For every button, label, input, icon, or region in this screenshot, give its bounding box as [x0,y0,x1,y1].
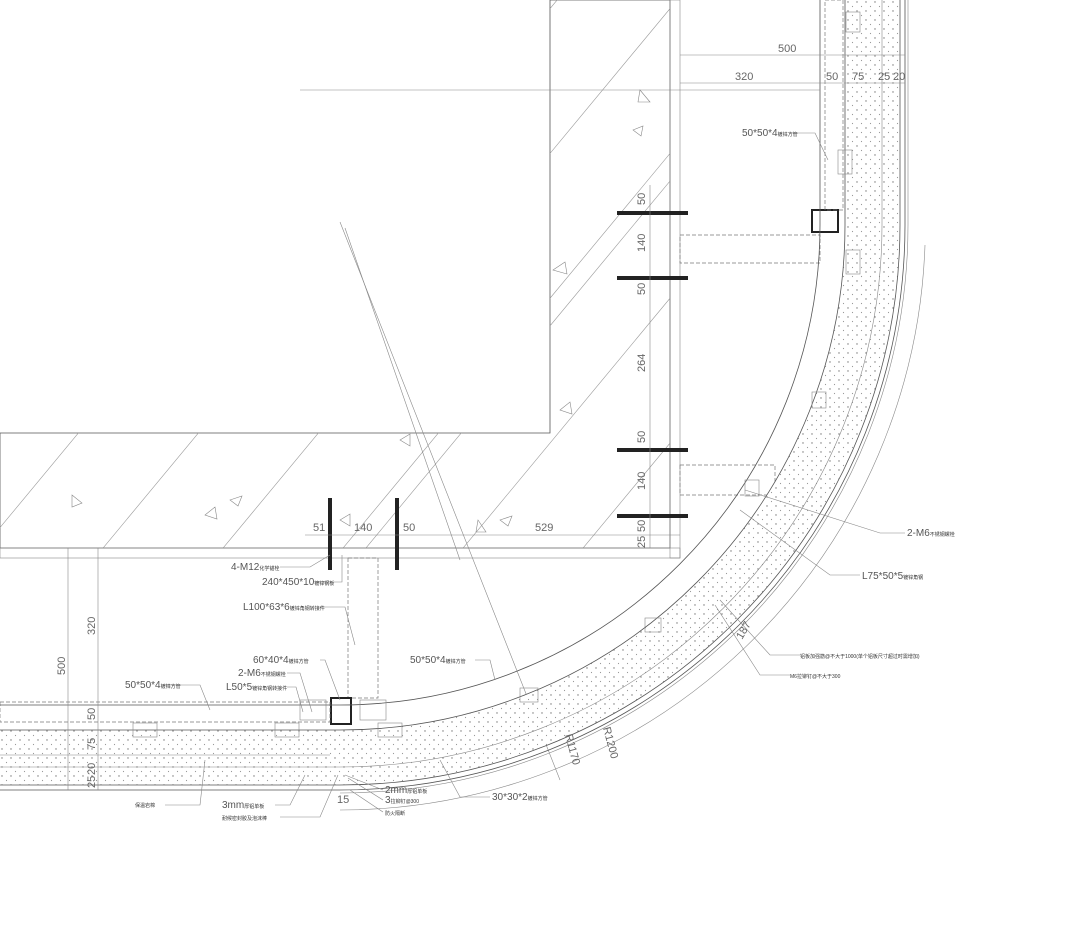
label-rivet-m6: M6拉铆钉@不大于300 [790,673,841,680]
svg-text:50: 50 [636,520,648,532]
label-stiffener: 铝板加强筋@不大于1000(单个铝板尺寸超过时需增加) [800,653,920,660]
dimension-lines [67,54,905,790]
svg-text:50: 50 [86,708,98,720]
label-alu-2mm: 2mm厚铝单板 [385,785,427,796]
leader-lines [165,132,905,818]
anchor-bolts [328,211,688,570]
steel-brackets [0,0,844,725]
svg-text:75: 75 [86,738,98,750]
label-fire-stop: 防火隔断 [385,810,405,817]
concrete-wall [0,0,681,559]
svg-text:140: 140 [636,234,648,252]
label-plate: 240*450*10镀锌钢板 [262,577,334,588]
svg-text:50: 50 [636,283,648,295]
svg-text:140: 140 [636,472,648,490]
concrete-aggregate-marks [71,89,651,533]
construction-line [344,227,461,561]
label-anchor-m12: 4-M12化学锚栓 [231,562,279,573]
section-bubble: 187 [734,620,754,642]
dim-joint-gap: 15 [337,794,349,806]
dim-20-top: 20 [893,71,905,83]
svg-text:51: 51 [313,522,325,534]
dim-320-top: 320 [735,71,753,83]
svg-text:25: 25 [636,536,648,548]
label-alu-3mm: 3mm厚铝单板 [222,800,264,811]
label-tube-top: 50*50*4镀锌方管 [742,128,798,139]
label-angle-l100: L100*63*6镀锌角钢转接件 [243,602,325,613]
label-tube-left: 50*50*4镀锌方管 [125,680,181,691]
radius-inner: R1170 [562,733,582,767]
label-rivet-300: 3拉铆钉@300 [385,795,419,806]
svg-text:500: 500 [56,657,68,675]
svg-text:140: 140 [354,522,372,534]
plaster-horizontal [0,547,681,559]
callout-labels: 50*50*4镀锌方管 2-M6不锈钢螺栓 L75*50*5镀锌角钢 铝板加强筋… [125,128,955,822]
svg-text:50: 50 [636,431,648,443]
label-angle-l75: L75*50*5镀锌角钢 [862,571,923,582]
label-tube-curve: 50*50*4镀锌方管 [410,655,466,666]
dim-500-top: 500 [778,43,796,55]
svg-text:320: 320 [86,617,98,635]
label-tube-60: 60*40*4镀锌方管 [253,655,309,666]
label-tube-30: 30*30*2镀锌方管 [492,792,548,803]
svg-text:529: 529 [535,522,553,534]
dim-25-top: 25 [878,71,890,83]
svg-text:264: 264 [636,354,648,372]
dim-75-top: 75 [852,71,864,83]
label-insulation: 保温岩棉 [135,802,155,809]
panel-clips [132,11,861,738]
label-angle-l50: L50*5镀锌角钢转接件 [226,682,287,693]
label-bolts-left: 2-M6不锈钢螺栓 [238,668,286,679]
wall-horizontal-dimensions: 51 140 50 529 [313,522,553,534]
left-dimensions: 500 320 50 75 20 25 [56,617,98,788]
svg-text:50: 50 [403,522,415,534]
construction-line [339,221,561,781]
aluminum-cladding-panels [0,0,926,811]
svg-text:20: 20 [86,763,98,775]
label-sealant: 耐候密封胶及泡沫棒 [222,815,267,822]
label-bolts-right: 2-M6不锈钢螺栓 [907,528,955,539]
svg-text:25: 25 [86,776,98,788]
dim-50-top: 50 [826,71,838,83]
radius-outer: R1200 [600,726,620,760]
wall-vertical-dimensions: 50 140 50 264 50 140 50 25 [636,193,648,548]
svg-text:50: 50 [636,193,648,205]
